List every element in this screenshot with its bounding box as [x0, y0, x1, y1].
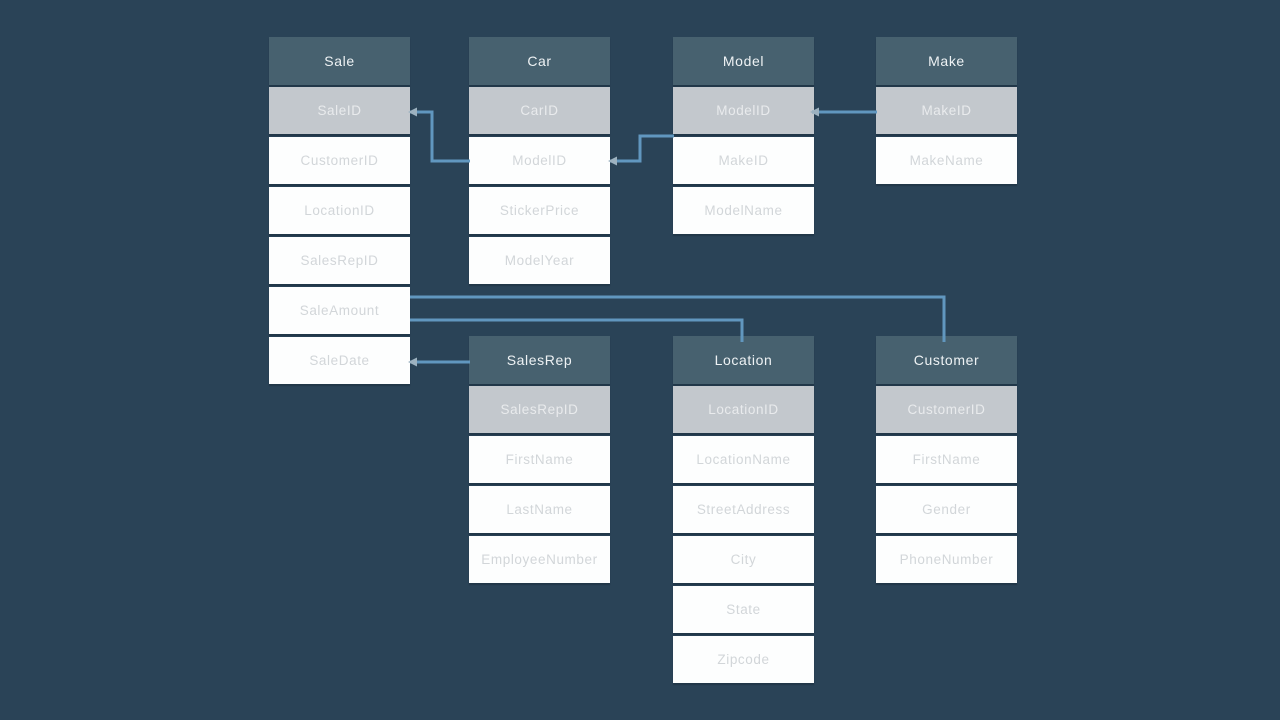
connector-sale-car — [410, 110, 470, 163]
table-location-key-field: LocationID — [673, 386, 814, 433]
table-model-field-makeid: MakeID — [673, 137, 814, 184]
table-make: Make MakeID MakeName — [876, 37, 1017, 187]
table-salesrep-field-firstname: FirstName — [469, 436, 610, 483]
table-salesrep: SalesRep SalesRepID FirstName LastName E… — [469, 336, 610, 586]
table-customer-field-firstname: FirstName — [876, 436, 1017, 483]
table-car-field-modelyear: ModelYear — [469, 237, 610, 284]
table-sale-field-saledate: SaleDate — [269, 337, 410, 384]
table-make-header: Make — [876, 37, 1017, 85]
table-customer: Customer CustomerID FirstName Gender Pho… — [876, 336, 1017, 586]
table-car-field-stickerprice: StickerPrice — [469, 187, 610, 234]
table-salesrep-field-employeenumber: EmployeeNumber — [469, 536, 610, 583]
table-make-field-makename: MakeName — [876, 137, 1017, 184]
table-sale-field-saleamount: SaleAmount — [269, 287, 410, 334]
table-model: Model ModelID MakeID ModelName — [673, 37, 814, 237]
connector-car-model — [610, 134, 674, 163]
table-sale-field-locationid: LocationID — [269, 187, 410, 234]
table-customer-key-field: CustomerID — [876, 386, 1017, 433]
table-car: Car CarID ModelID StickerPrice ModelYear — [469, 37, 610, 287]
table-salesrep-header: SalesRep — [469, 336, 610, 384]
table-car-field-modelid: ModelID — [469, 137, 610, 184]
table-customer-header: Customer — [876, 336, 1017, 384]
table-location-field-locationname: LocationName — [673, 436, 814, 483]
table-location-field-zipcode: Zipcode — [673, 636, 814, 683]
table-location-header: Location — [673, 336, 814, 384]
table-sale-field-customerid: CustomerID — [269, 137, 410, 184]
table-salesrep-field-lastname: LastName — [469, 486, 610, 533]
table-customer-field-gender: Gender — [876, 486, 1017, 533]
table-sale-header: Sale — [269, 37, 410, 85]
table-car-key-field: CarID — [469, 87, 610, 134]
table-location: Location LocationID LocationName StreetA… — [673, 336, 814, 686]
table-location-field-state: State — [673, 586, 814, 633]
table-sale-key-field: SaleID — [269, 87, 410, 134]
table-location-field-streetaddress: StreetAddress — [673, 486, 814, 533]
table-model-key-field: ModelID — [673, 87, 814, 134]
table-location-field-city: City — [673, 536, 814, 583]
table-sale: Sale SaleID CustomerID LocationID SalesR… — [269, 37, 410, 387]
table-sale-field-salesrepid: SalesRepID — [269, 237, 410, 284]
table-model-header: Model — [673, 37, 814, 85]
table-make-key-field: MakeID — [876, 87, 1017, 134]
table-salesrep-key-field: SalesRepID — [469, 386, 610, 433]
table-customer-field-phonenumber: PhoneNumber — [876, 536, 1017, 583]
table-car-header: Car — [469, 37, 610, 85]
table-model-field-modelname: ModelName — [673, 187, 814, 234]
